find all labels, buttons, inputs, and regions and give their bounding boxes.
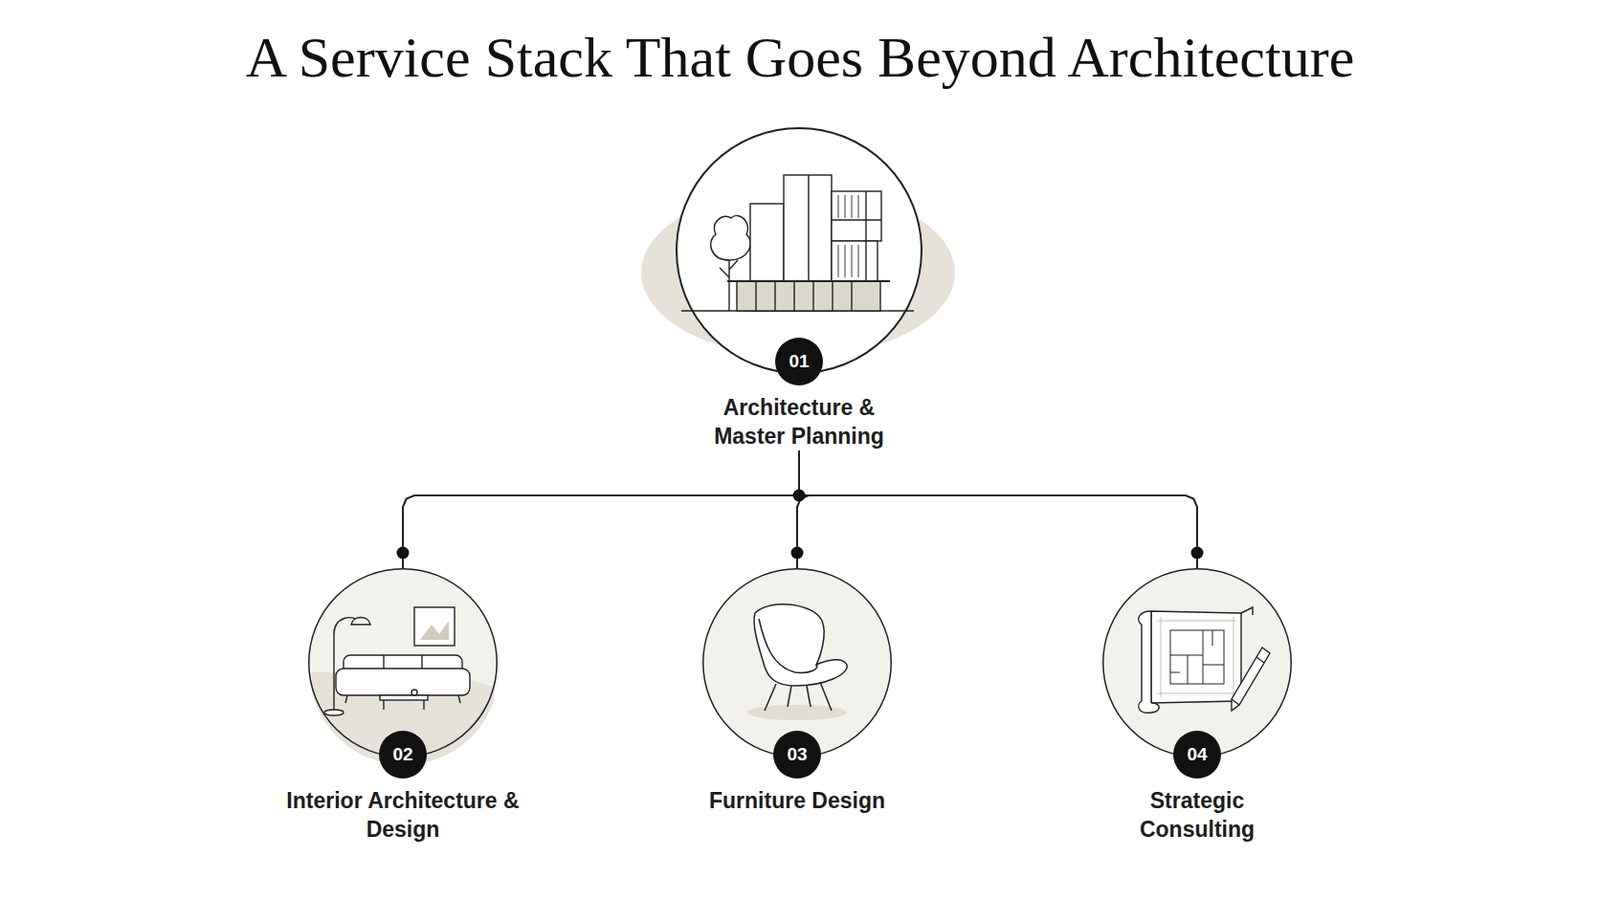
connector-line	[799, 450, 1198, 569]
blueprint-illustration	[1102, 568, 1292, 758]
junction-dot	[793, 489, 806, 503]
service-circle	[1102, 568, 1292, 758]
end-dot	[397, 547, 410, 560]
diagram-title: A Service Stack That Goes Beyond Archite…	[0, 22, 1600, 92]
service-circle	[702, 568, 892, 758]
number-badge: 04	[1173, 731, 1222, 779]
service-label: Strategic Consulting	[1101, 786, 1293, 845]
service-label: Interior Architecture & Design	[266, 786, 539, 845]
end-dot	[1191, 547, 1204, 560]
service-circle	[308, 568, 498, 758]
connector-line	[402, 450, 800, 569]
circle-outline	[703, 569, 892, 758]
number-badge: 03	[773, 731, 822, 779]
number-badge: 01	[775, 337, 823, 386]
service-node: 01Architecture & Master Planning	[675, 127, 923, 451]
circle-outline	[1103, 569, 1292, 758]
service-label: Furniture Design	[653, 786, 941, 816]
number-badge: 02	[378, 731, 427, 779]
circle-outline	[676, 128, 922, 374]
service-node: 03Furniture Design	[653, 568, 941, 816]
service-node: 04Strategic Consulting	[1101, 568, 1293, 845]
chair-illustration	[702, 568, 892, 758]
service-label: Architecture & Master Planning	[688, 393, 911, 451]
end-dot	[791, 547, 804, 560]
circle-outline	[309, 569, 498, 758]
service-node: 02Interior Architecture & Design	[266, 568, 539, 845]
